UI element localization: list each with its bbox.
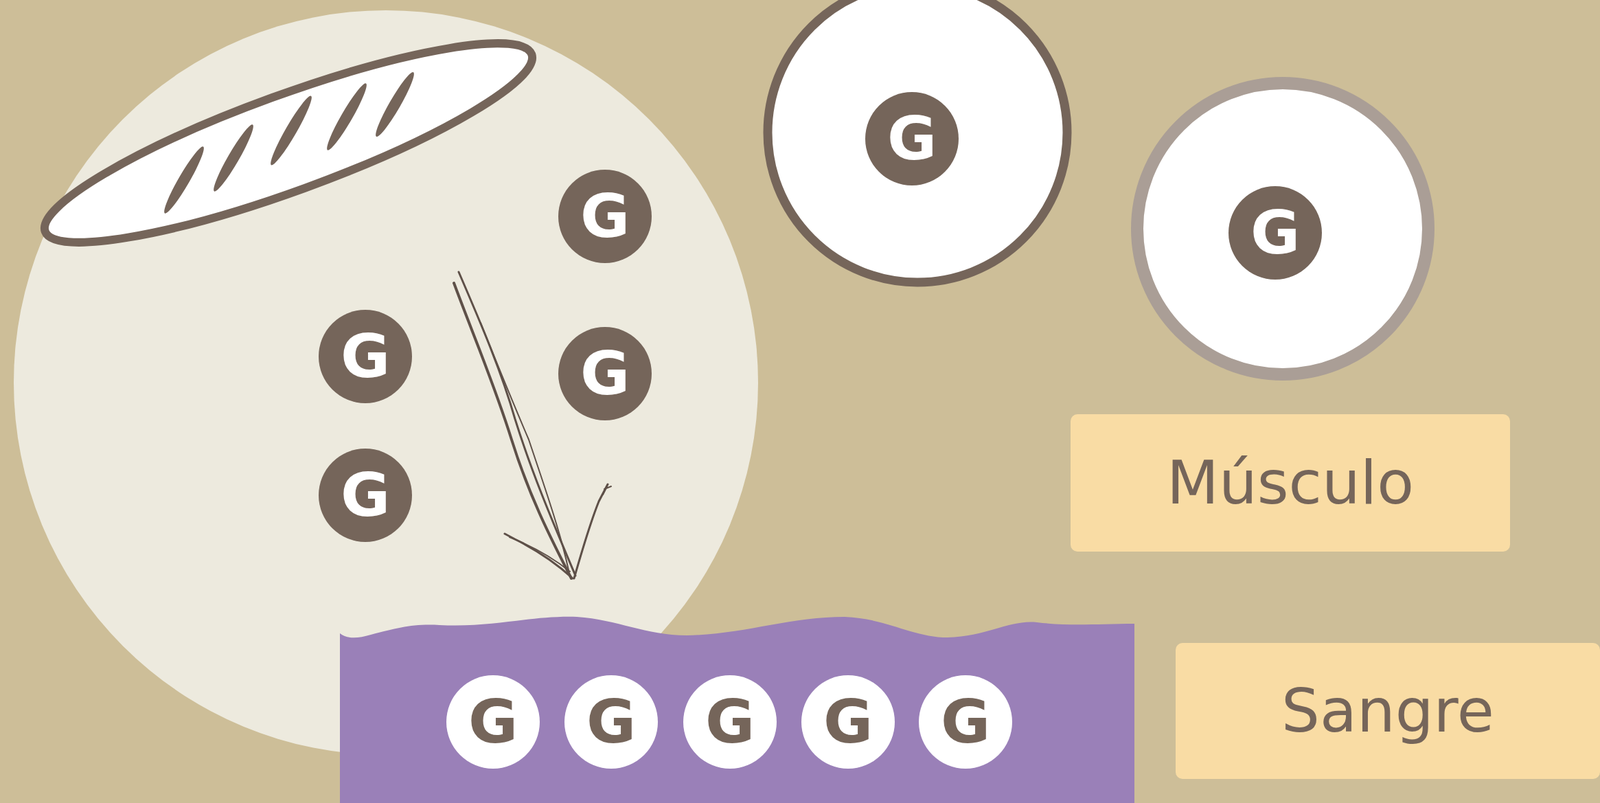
glucose-circle: G <box>918 675 1013 769</box>
glucose-circle: G <box>318 448 413 542</box>
glucose-circle: G <box>1228 186 1322 280</box>
glucose-circle: G <box>318 309 413 404</box>
glucose-circle: G <box>683 675 777 769</box>
circle-fill <box>801 675 895 769</box>
glucose-letter: G <box>940 691 991 752</box>
glucose-letter: G <box>580 343 630 404</box>
glucose-letter: G <box>468 691 518 752</box>
glucose-letter: G <box>586 691 636 752</box>
stalk-line <box>453 282 572 579</box>
glucose-circle: G <box>558 326 652 421</box>
baguette-cut <box>322 81 371 154</box>
baguette-cut <box>160 144 209 217</box>
stalk-branch <box>504 533 573 579</box>
glucose-letter: G <box>823 691 873 752</box>
glucose-letter: G <box>340 326 391 387</box>
glucose-circle: G <box>446 675 540 769</box>
circle-fill <box>1228 186 1322 280</box>
muscle-cell <box>767 0 1068 283</box>
circle-fill <box>918 675 1013 769</box>
baguette-cut <box>266 93 316 168</box>
stalk-line <box>458 271 576 576</box>
stalk-line <box>480 322 569 570</box>
glucose-letter: G <box>705 691 755 752</box>
glucose-letter: G <box>1250 202 1300 264</box>
glucose-circle: G <box>865 92 959 186</box>
stalk-branch <box>602 486 612 495</box>
circle-fill <box>318 309 413 404</box>
circle-fill <box>865 92 959 186</box>
wheat-stalk <box>453 271 612 579</box>
circle-fill <box>558 169 652 264</box>
blood-cell <box>1137 83 1429 375</box>
stalk-branch <box>509 536 570 572</box>
glucose-circle: G <box>564 675 658 769</box>
glucose-letter: G <box>887 108 937 169</box>
circle-fill <box>683 675 777 769</box>
glucose-letter: G <box>340 464 391 526</box>
baguette-cut <box>209 122 258 195</box>
circle-fill <box>558 326 652 421</box>
circle-fill <box>446 675 540 769</box>
label-box: Músculo <box>1070 414 1511 552</box>
glucose-band <box>339 616 1135 803</box>
baguette-body <box>28 8 548 277</box>
circle-fill <box>318 448 413 542</box>
glucose-circle: G <box>558 169 652 264</box>
label-box: Sangre <box>1175 642 1600 779</box>
glucose-circle: G <box>801 675 895 769</box>
circle-fill <box>564 675 658 769</box>
stalk-branch <box>574 484 608 579</box>
baguette-cut <box>371 69 419 140</box>
glucose-letter: G <box>580 186 630 247</box>
label-text: Sangre <box>1281 680 1495 741</box>
baguette <box>28 8 548 277</box>
label-text: Músculo <box>1166 452 1414 513</box>
